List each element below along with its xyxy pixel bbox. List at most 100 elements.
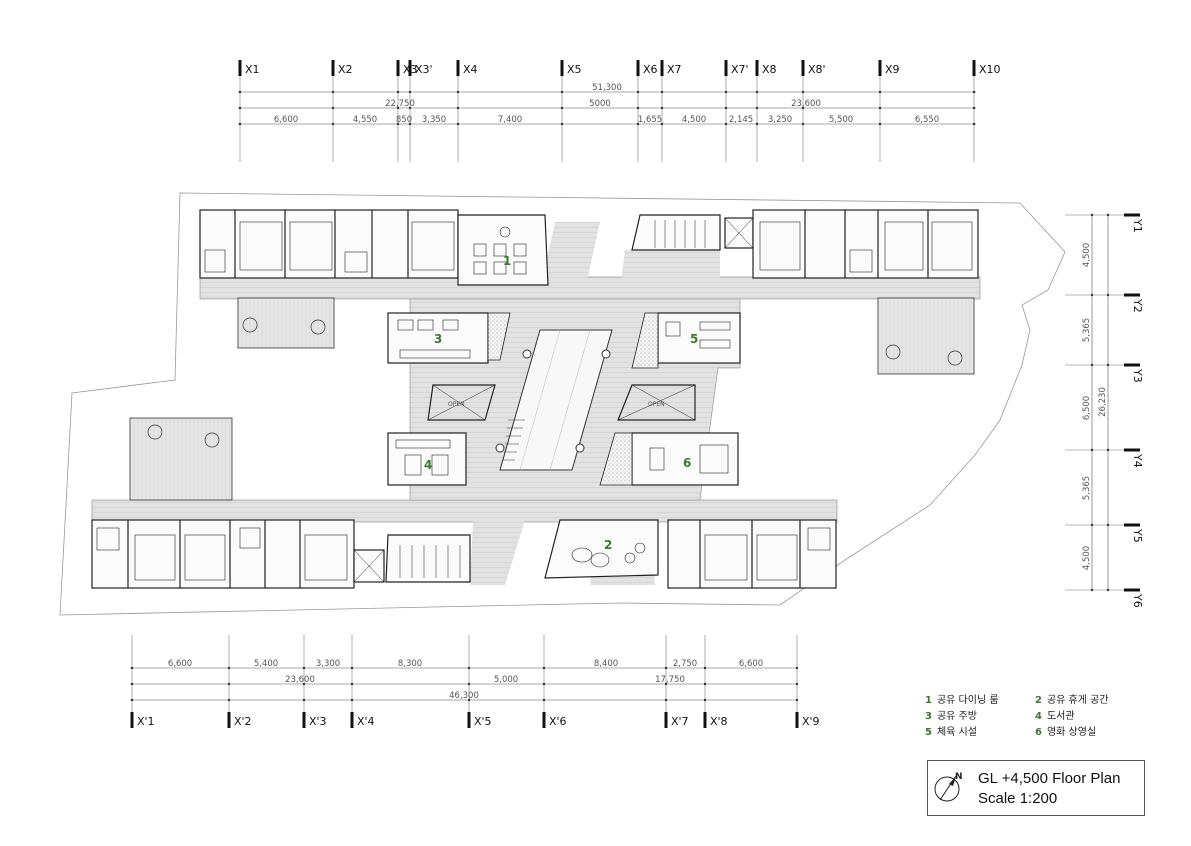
open-label-left: OPEN (448, 401, 465, 408)
dimension-tick (350, 698, 354, 702)
axis-marker (227, 712, 231, 728)
dimension-tick (1090, 588, 1094, 592)
dimension-tick (331, 122, 335, 126)
unit-block-bottom-left (91, 519, 355, 589)
dimension-tick (660, 122, 664, 126)
axis-label: Y6 (1131, 593, 1144, 608)
dimension-tick (467, 682, 471, 686)
stair-core-bottom (353, 534, 471, 583)
dimension-tick (542, 682, 546, 686)
axis-label: X6 (643, 63, 658, 76)
dimension-tick (660, 90, 664, 94)
dimension-tick (302, 682, 306, 686)
dimension-tick (972, 106, 976, 110)
dimension-tick (467, 666, 471, 670)
dimension-tick (755, 90, 759, 94)
room-number-2: 2 (604, 538, 612, 552)
room-number-5: 5 (690, 332, 698, 346)
axis-label: X'7 (671, 715, 689, 728)
dimension-value: 3,250 (768, 115, 792, 125)
dimension-tick (408, 122, 412, 126)
dimension-value: 17,750 (655, 675, 685, 685)
dimension-tick (636, 106, 640, 110)
axis-label: X8' (808, 63, 826, 76)
dining-room (457, 214, 549, 286)
room-number-4: 4 (424, 458, 432, 472)
dimension-tick (302, 698, 306, 702)
axis-marker (724, 60, 728, 76)
dimension-tick (227, 698, 231, 702)
axis-marker (1124, 523, 1140, 527)
dimension-tick (408, 106, 412, 110)
dimension-tick (703, 698, 707, 702)
axis-marker (878, 60, 882, 76)
axis-label: X9 (885, 63, 900, 76)
axis-label: X'3 (309, 715, 327, 728)
dimension-tick (795, 682, 799, 686)
terraces (129, 297, 975, 501)
dimension-tick (878, 106, 882, 110)
axis-label: X'6 (549, 715, 567, 728)
dimension-tick (664, 682, 668, 686)
dimension-tick (350, 682, 354, 686)
dimension-tick (801, 106, 805, 110)
dimension-value: 4,500 (682, 115, 706, 125)
dimension-value: 3,350 (422, 115, 446, 125)
axis-label: X7 (667, 63, 682, 76)
shared-kitchen (387, 312, 489, 364)
dimension-tick (130, 698, 134, 702)
dimension-value: 7,400 (498, 115, 522, 125)
dimension-tick (542, 698, 546, 702)
dimension-tick (878, 122, 882, 126)
dimension-tick (1106, 523, 1110, 527)
dimension-tick (331, 106, 335, 110)
dimension-value: 5000 (589, 99, 611, 109)
axis-marker (795, 712, 799, 728)
axis-label: X'9 (802, 715, 820, 728)
axis-label: Y3 (1131, 368, 1144, 383)
axis-label: X10 (979, 63, 1001, 76)
dimension-tick (755, 106, 759, 110)
dimension-tick (1090, 448, 1094, 452)
axis-marker (238, 60, 242, 76)
dimension-tick (1090, 523, 1094, 527)
dimension-value: 22,750 (385, 99, 415, 109)
axis-label: X'4 (357, 715, 375, 728)
dimension-tick (130, 682, 134, 686)
open-voids (427, 384, 696, 421)
dimension-tick (1090, 293, 1094, 297)
cinema (631, 432, 739, 486)
dimension-tick (636, 90, 640, 94)
axis-marker (302, 712, 306, 728)
axis-label: X5 (567, 63, 582, 76)
dimension-tick (660, 106, 664, 110)
axis-label: X8 (762, 63, 777, 76)
axis-label: Y4 (1131, 453, 1144, 468)
dimension-value: 46,300 (449, 691, 479, 701)
room-number-6: 6 (683, 456, 691, 470)
dimension-tick (664, 666, 668, 670)
axis-label: Y5 (1131, 528, 1144, 543)
north-arrow-icon: N (934, 772, 963, 802)
axis-label: X7' (731, 63, 749, 76)
axis-marker (1124, 213, 1140, 217)
dimension-value: 23,600 (791, 99, 821, 109)
dimension-value: 6,600 (168, 659, 192, 669)
axis-label: Y2 (1131, 298, 1144, 313)
shared-lounge (544, 519, 659, 579)
axis-marker (542, 712, 546, 728)
dimension-tick (467, 698, 471, 702)
axis-marker (755, 60, 759, 76)
axis-label: X4 (463, 63, 478, 76)
axis-label: X2 (338, 63, 353, 76)
dimension-tick (302, 666, 306, 670)
dimension-value: 51,300 (592, 83, 622, 93)
bottom-dimension-lines (130, 667, 798, 701)
